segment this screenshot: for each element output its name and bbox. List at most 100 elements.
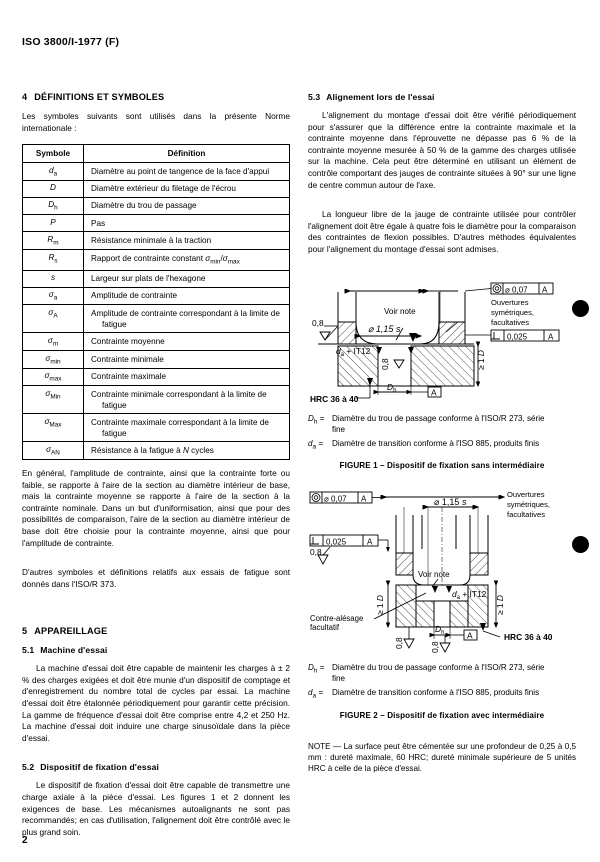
symbol-cell: da: [22, 162, 84, 181]
section-4-number: 4: [22, 92, 28, 102]
subsection-heading-52: 5.2 Dispositif de fixation d'essai: [22, 762, 290, 772]
subsection-51-para: La machine d'essai doit être capable de …: [22, 663, 290, 743]
definition-cell: Rapport de contrainte constant σmin/σmax: [83, 249, 290, 271]
fig2-hrc: HRC 36 à 40: [504, 632, 553, 642]
subsection-53-para-1: L'alignement du montage d'essai doit êtr…: [308, 110, 576, 190]
subsection-51-number: 5.1: [22, 645, 35, 656]
definition-cell: Contrainte minimale correspondant à la l…: [83, 385, 290, 415]
definition-cell: Largeur sur plats de l'hexagone: [83, 269, 290, 288]
legend-row: Dh = Diamètre du trou de passage conforme…: [308, 413, 576, 435]
subsection-52-para: Le dispositif de fixation d'essai doit ê…: [22, 780, 290, 837]
figure-2-drawing: ⌀ 0,07 A 0,025 A 0,8 Ouvertures symétriq…: [309, 490, 553, 653]
fig1-gdt-perp-value: 0,025: [507, 332, 528, 341]
registration-dot-bottom: [572, 536, 589, 553]
subsection-53-number: 5.3: [308, 92, 321, 102]
symbol-cell: σmax: [22, 367, 84, 387]
legend-symbol: Dh =: [308, 413, 325, 426]
definition-cell: Amplitude de contrainte: [83, 286, 290, 306]
symbol-cell: σMax: [22, 413, 84, 443]
symbol-cell: σAN: [22, 441, 84, 460]
symbol-cell: Rs: [22, 249, 84, 271]
fig1-gdt-position-datum: A: [542, 285, 548, 294]
figure-2: ⌀ 0,07 A 0,025 A 0,8 Ouvertures symétriq…: [308, 487, 576, 720]
subsection-51-title: Machine d'essai: [40, 645, 108, 656]
fig2-openings-line1: Ouvertures: [507, 490, 545, 499]
fig1-ge-1d: ≥ 1 D: [476, 350, 486, 370]
definition-cell: Résistance à la fatigue à N cycles: [83, 441, 290, 460]
subsection-52-title: Dispositif de fixation d'essai: [40, 762, 159, 773]
definition-cell: Amplitude de contrainte correspondant à …: [83, 304, 290, 334]
legend-row: da =Diamètre de transition conforme à l'…: [308, 687, 576, 702]
fig2-roughness-left: 0,8: [310, 547, 322, 557]
symbol-cell: s: [22, 269, 84, 288]
fig1-openings-line1: Ouvertures: [491, 298, 529, 307]
fig1-openings-line3: facultatives: [491, 318, 529, 327]
fig2-openings-line3: facultatives: [507, 510, 545, 519]
section-4-intro: Les symboles suivants sont utilisés dans…: [22, 111, 290, 133]
section-5-title: APPAREILLAGE: [34, 626, 108, 637]
fig2-dh: Dh: [435, 624, 444, 636]
subsection-53-para-2: La longueur libre de la jauge de contrai…: [308, 209, 576, 254]
fig2-phi-115s: ⌀ 1,15 s: [434, 497, 467, 507]
fig1-roughness-inner: 0,8: [380, 358, 390, 370]
fig2-openings-line2: symétriques,: [507, 500, 550, 509]
symbol-cell: Dh: [22, 196, 84, 216]
section-heading-5: 5 APPAREILLAGE: [22, 626, 290, 636]
section-5-number: 5: [22, 626, 28, 637]
figure-note: NOTE — La surface peut être cémentée sur…: [308, 741, 576, 774]
legend-text: Diamètre de transition conforme à l'ISO …: [332, 438, 540, 448]
definition-cell: Pas: [83, 214, 290, 233]
legend-row: da = Diamètre de transition conforme à l'…: [308, 438, 576, 453]
definition-cell: Contrainte maximale: [83, 367, 290, 387]
fig1-see-note: Voir note: [384, 307, 416, 316]
document-header-id: ISO 3800/I-1977 (F): [22, 36, 120, 48]
fig2-counterbore-line1: Contre-alésage: [310, 614, 363, 623]
legend-text: Diamètre du trou de passage conforme à l…: [332, 413, 545, 434]
symbol-cell: σa: [22, 286, 84, 306]
fig1-gdt-perp-datum: A: [548, 332, 554, 341]
fig2-ge-1d-right: ≥ 1 D: [495, 595, 505, 615]
page-number: 2: [22, 835, 28, 846]
fig2-gdt-position-datum: A: [361, 495, 367, 504]
col-header-symbole: Symbole: [22, 144, 84, 164]
figure-1: ⌀ 0,07 A 0,025 A Ouvertures symétriques,…: [308, 274, 576, 470]
legend-symbol: da =: [308, 438, 324, 451]
fig2-roughness-1: 0,8: [394, 637, 404, 649]
symbol-cell: Rm: [22, 231, 84, 251]
fig2-gdt-position-value: ⌀ 0,07: [324, 495, 347, 504]
fig2-see-note: Voir note: [418, 570, 450, 579]
definition-cell: Contrainte maximale correspondant à la l…: [83, 413, 290, 443]
fig1-da-it12: da + IT12: [336, 346, 371, 358]
definition-cell: Résistance minimale à la traction: [83, 231, 290, 251]
definition-cell: Contrainte minimale: [83, 350, 290, 369]
symbol-cell: σmin: [22, 350, 84, 369]
symbol-cell: P: [22, 214, 84, 233]
col-header-definition: Définition: [83, 144, 290, 164]
figure-2-caption: FIGURE 2 – Dispositif de fixation avec i…: [339, 710, 545, 720]
definition-cell: Diamètre extérieur du filetage de l'écro…: [83, 179, 290, 198]
fig1-openings-line2: symétriques,: [491, 308, 534, 317]
fig2-ge-1d-left: ≥ 1 D: [375, 595, 385, 615]
legend-row: Dh =Diamètre du trou de passage conforme…: [308, 662, 576, 684]
definition-cell: Diamètre du trou de passage: [83, 196, 290, 216]
definition-cell: Diamètre au point de tangence de la face…: [83, 162, 290, 181]
symbol-cell: D: [22, 179, 84, 198]
fig1-datum-a: A: [431, 387, 437, 397]
section-4-para-1: En général, l'amplitude de contrainte, a…: [22, 467, 290, 548]
subsection-52-number: 5.2: [22, 762, 35, 773]
